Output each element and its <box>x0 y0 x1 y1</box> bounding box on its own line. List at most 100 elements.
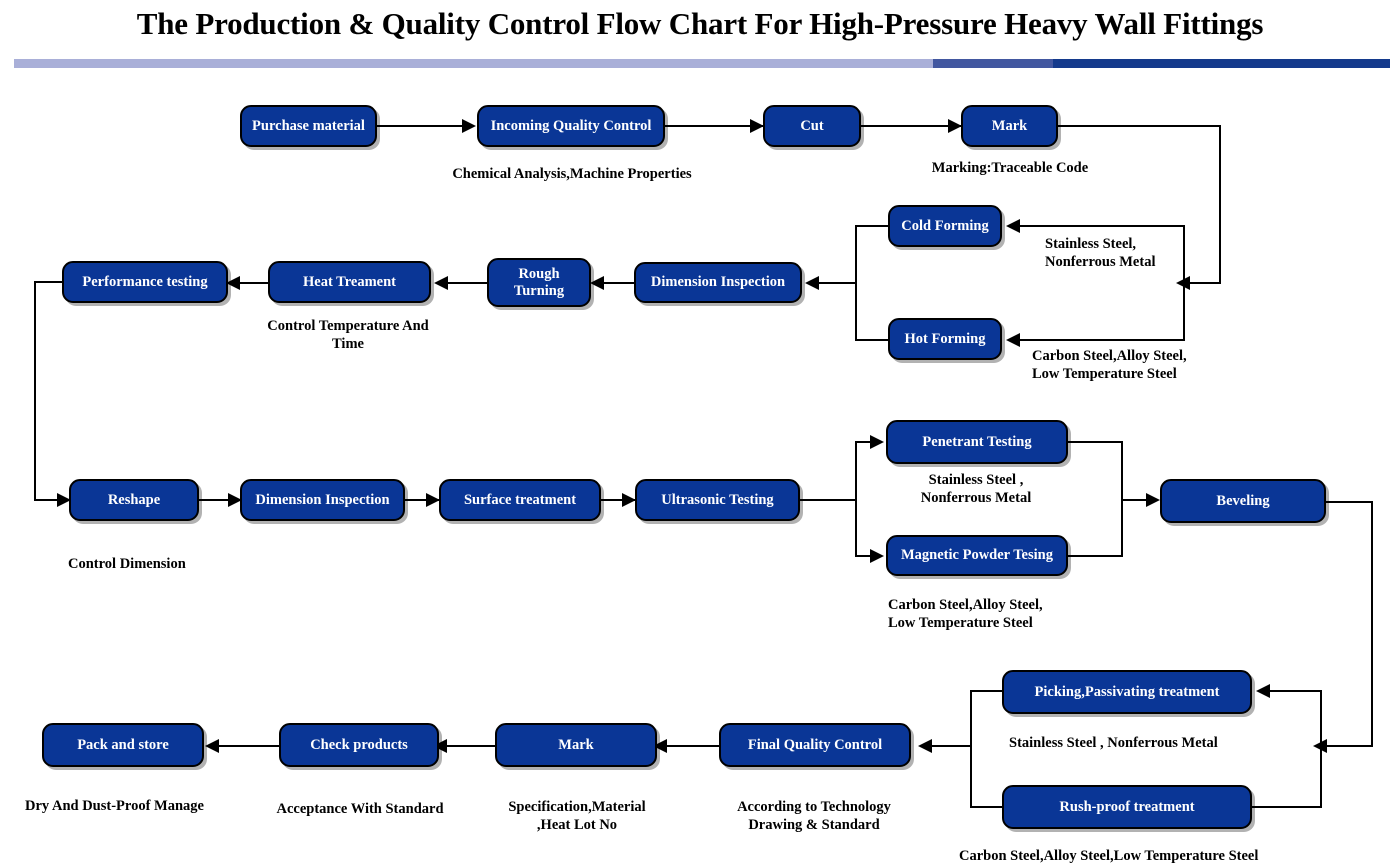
edge-picking-out <box>970 690 1004 692</box>
caption-picking-passivating: Stainless Steel , Nonferrous Metal <box>1009 735 1218 751</box>
node-cut[interactable]: Cut <box>763 105 861 147</box>
edge-cut-to-mark <box>861 125 961 127</box>
edge-junction-to-hot-forming <box>1018 339 1185 341</box>
edge-rush-proof-out <box>970 806 1004 808</box>
caption-penetrant-testing: Stainless Steel , Nonferrous Metal <box>920 472 1032 506</box>
edge-beveling-into-bottom-junction <box>1322 745 1373 747</box>
title-divider-rule <box>14 59 1390 68</box>
arrowhead-rough-turning <box>590 276 604 290</box>
arrowhead-pack-and-store <box>205 739 219 753</box>
edge-dimension-to-rough-turning <box>600 282 636 284</box>
node-hot-forming[interactable]: Hot Forming <box>888 318 1002 360</box>
edge-rough-turning-to-heat-treament <box>444 282 489 284</box>
arrowhead-incoming-qc <box>462 119 476 133</box>
forming-right-junction-bar <box>1183 226 1185 340</box>
edge-performance-to-reshape-vertical <box>34 281 36 500</box>
node-rush-proof-treatment[interactable]: Rush-proof treatment <box>1002 785 1252 829</box>
caption-pack-and-store: Dry And Dust-Proof Manage <box>25 798 204 814</box>
node-penetrant-testing[interactable]: Penetrant Testing <box>886 420 1068 464</box>
node-final-quality-control[interactable]: Final Quality Control <box>719 723 911 767</box>
arrowhead-picking-passivating <box>1256 684 1270 698</box>
node-rough-turning[interactable]: Rough Turning <box>487 258 591 307</box>
node-performance-testing[interactable]: Performance testing <box>62 261 228 303</box>
arrowhead-reshape <box>57 493 71 507</box>
caption-rush-proof: Carbon Steel,Alloy Steel,Low Temperature… <box>959 848 1259 864</box>
page-title: The Production & Quality Control Flow Ch… <box>136 6 1264 41</box>
edge-beveling-down <box>1371 501 1373 746</box>
surface-protection-right-junction-bar <box>1320 690 1322 807</box>
node-mark-bottom[interactable]: Mark <box>495 723 657 767</box>
edge-heat-treament-to-performance-testing <box>236 282 270 284</box>
node-purchase-material[interactable]: Purchase material <box>240 105 377 147</box>
edge-hot-forming-out <box>855 339 890 341</box>
arrowhead-hot-forming <box>1006 333 1020 347</box>
node-mark-top[interactable]: Mark <box>961 105 1058 147</box>
node-heat-treament[interactable]: Heat Treament <box>268 261 431 303</box>
caption-magnetic-powder: Carbon Steel,Alloy Steel, Low Temperatur… <box>888 597 1043 631</box>
edge-beveling-out-right <box>1326 501 1373 503</box>
arrowhead-dimension-inspection-2 <box>228 493 242 507</box>
node-dimension-inspection-2[interactable]: Dimension Inspection <box>240 479 405 521</box>
caption-incoming-quality-control: Chemical Analysis,Machine Properties <box>452 166 692 182</box>
caption-final-quality-control: According to Technology Drawing & Standa… <box>737 799 891 833</box>
edge-penetrant-out <box>1068 441 1123 443</box>
arrowhead-cut <box>750 119 764 133</box>
caption-reshape: Control Dimension <box>68 556 186 572</box>
edge-mark-to-right <box>1058 125 1221 127</box>
node-dimension-inspection-1[interactable]: Dimension Inspection <box>634 262 802 303</box>
edge-check-to-pack-and-store <box>215 745 281 747</box>
edge-incoming-to-cut <box>665 125 763 127</box>
edge-magnetic-out <box>1068 555 1123 557</box>
edge-mark-down <box>1219 125 1221 283</box>
edge-ultrasonic-to-ndt-junction <box>800 499 857 501</box>
caption-mark-bottom: Specification,Material ,Heat Lot No <box>508 799 646 833</box>
edge-surface-protection-to-final-qc <box>928 745 972 747</box>
node-reshape[interactable]: Reshape <box>69 479 199 521</box>
edge-split-to-magnetic <box>855 555 877 557</box>
node-magnetic-powder-tesing[interactable]: Magnetic Powder Tesing <box>886 535 1068 576</box>
node-check-products[interactable]: Check products <box>279 723 439 767</box>
caption-cold-forming: Stainless Steel, Nonferrous Metal <box>1045 236 1156 270</box>
edge-split-to-penetrant <box>855 441 877 443</box>
arrowhead-penetrant-testing <box>870 435 884 449</box>
caption-check-products: Acceptance With Standard <box>276 801 444 817</box>
node-picking-passivating-treatment[interactable]: Picking,Passivating treatment <box>1002 670 1252 714</box>
edge-into-reshape <box>34 499 66 501</box>
node-cold-forming[interactable]: Cold Forming <box>888 205 1002 247</box>
caption-mark-top: Marking:Traceable Code <box>931 160 1089 176</box>
edge-junction-to-rush-proof <box>1252 806 1322 808</box>
arrowhead-magnetic-powder <box>870 549 884 563</box>
arrowhead-final-quality-control <box>918 739 932 753</box>
node-pack-and-store[interactable]: Pack and store <box>42 723 204 767</box>
arrowhead-ultrasonic-testing <box>622 493 636 507</box>
arrowhead-surface-treatment <box>426 493 440 507</box>
arrowhead-performance-testing <box>226 276 240 290</box>
edge-purchase-to-incoming <box>377 125 465 127</box>
surface-protection-left-merge-bar <box>970 690 972 808</box>
edge-junction-to-picking <box>1270 690 1322 692</box>
rule-segment-dark <box>1053 59 1390 68</box>
edge-cold-forming-out <box>855 225 890 227</box>
node-incoming-quality-control[interactable]: Incoming Quality Control <box>477 105 665 147</box>
arrowhead-mark-top <box>948 119 962 133</box>
rule-segment-light <box>14 59 933 68</box>
node-surface-treatment[interactable]: Surface treatment <box>439 479 601 521</box>
edge-junction-to-cold-forming <box>1018 225 1185 227</box>
edge-mark-to-check-products <box>443 745 497 747</box>
arrowhead-heat-treament <box>434 276 448 290</box>
arrowhead-cold-forming <box>1006 219 1020 233</box>
rule-segment-mid <box>933 59 1053 68</box>
edge-mark-into-forming-junction <box>1185 282 1221 284</box>
edge-final-qc-to-mark-bottom <box>663 745 721 747</box>
edge-forming-to-dimension-inspection-1 <box>815 282 857 284</box>
node-ultrasonic-testing[interactable]: Ultrasonic Testing <box>635 479 800 521</box>
caption-hot-forming: Carbon Steel,Alloy Steel, Low Temperatur… <box>1032 348 1187 382</box>
edge-ndt-merge-to-beveling <box>1121 499 1155 501</box>
ndt-left-split-bar <box>855 441 857 556</box>
edge-reshape-to-dimension-inspection-2 <box>199 499 243 501</box>
arrowhead-beveling <box>1146 493 1160 507</box>
node-beveling[interactable]: Beveling <box>1160 479 1326 523</box>
caption-heat-treament: Control Temperature And Time <box>267 318 429 352</box>
arrowhead-dimension-inspection-1 <box>805 276 819 290</box>
